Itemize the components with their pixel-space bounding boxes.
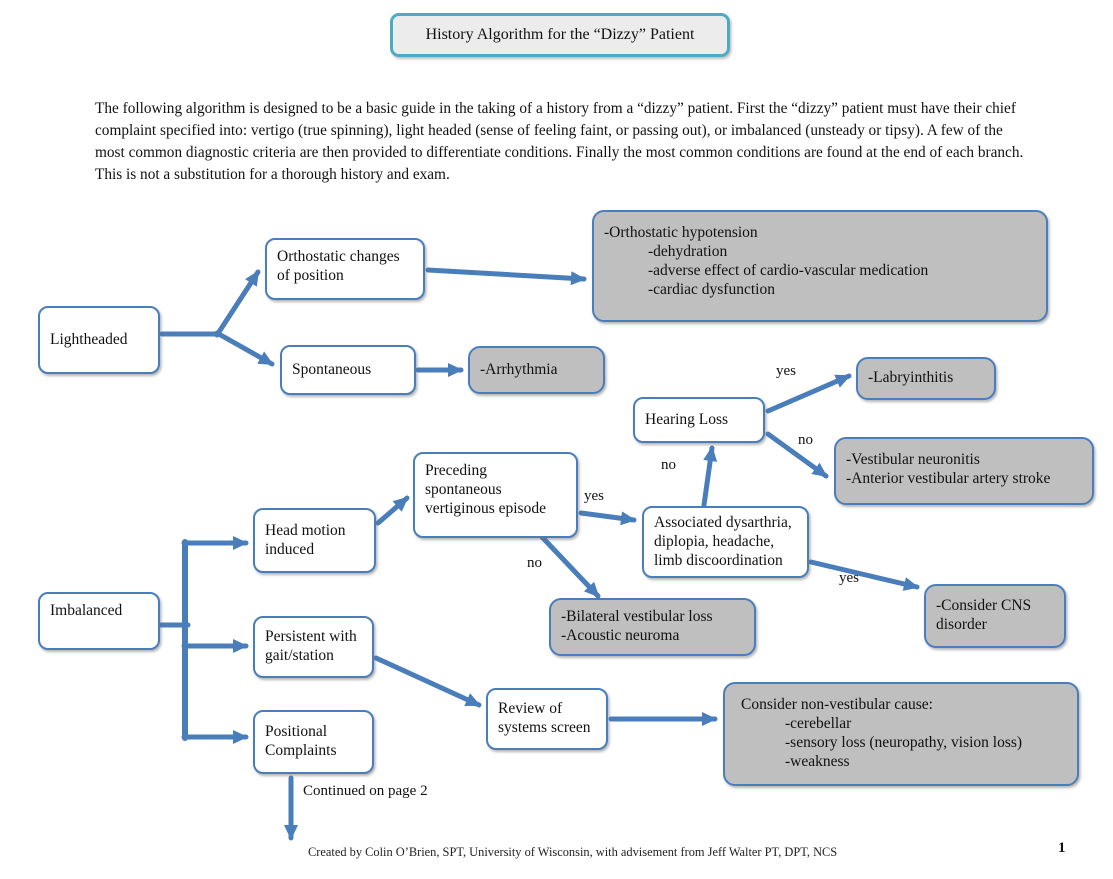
edge-label-no: no — [661, 457, 676, 473]
node-arrhythmia: -Arrhythmia — [468, 346, 605, 394]
title-box: History Algorithm for the “Dizzy” Patien… — [390, 13, 730, 57]
edge-label-no: no — [527, 555, 542, 571]
arrow-dysarthria-cns — [808, 559, 920, 591]
outcome-line: -Vestibular neuronitis — [846, 451, 980, 468]
outcome-line: -Orthostatic hypotension — [604, 224, 758, 241]
node-vestibular-neuronitis: -Vestibular neuronitis -Anterior vestibu… — [834, 437, 1094, 505]
arrow-orthostatic-outcomes — [425, 267, 587, 286]
node-label: Persistent with gait/station — [265, 628, 357, 664]
arrow-hearing-labryinthitis — [765, 373, 852, 414]
node-persistent-gait: Persistent with gait/station — [253, 616, 374, 678]
node-label: Review of systems screen — [498, 700, 591, 736]
node-head-motion: Head motion induced — [253, 508, 376, 573]
arrow-headmotion-preceding — [375, 495, 410, 526]
node-consider-cns: -Consider CNS disorder — [924, 584, 1066, 648]
outcome-line: -dehydration — [648, 242, 728, 260]
node-label: -Arrhythmia — [480, 360, 558, 378]
edge-label-yes: yes — [776, 363, 796, 379]
outcome-line: -Acoustic neuroma — [561, 626, 680, 644]
outcome-line: -cerebellar — [785, 714, 852, 732]
page-number: 1 — [1058, 840, 1066, 856]
outcome-heading: Consider non-vestibular cause: — [741, 696, 933, 713]
node-label: Positional Complaints — [265, 723, 337, 759]
outcome-line: -sensory loss (neuropathy, vision loss) — [785, 733, 1023, 751]
credit-line: Created by Colin O’Brien, SPT, Universit… — [308, 845, 838, 859]
node-label: -Consider CNS disorder — [936, 597, 1032, 633]
node-non-vestibular: Consider non-vestibular cause: -cerebell… — [723, 682, 1079, 786]
outcome-line: -adverse effect of cardio-vascular medic… — [648, 261, 929, 279]
node-orthostatic-outcomes: -Orthostatic hypotension -dehydration -a… — [592, 210, 1048, 322]
arrow-preceding-bilateral — [539, 534, 601, 599]
node-label: Associated dysarthria, diplopia, headach… — [654, 514, 792, 569]
node-bilateral-loss: -Bilateral vestibular loss -Acoustic neu… — [549, 598, 756, 656]
node-positional-complaints: Positional Complaints — [253, 710, 374, 774]
node-label: Lightheaded — [50, 330, 128, 348]
node-spontaneous: Spontaneous — [280, 345, 416, 395]
node-label: -Labryinthitis — [868, 369, 954, 387]
node-preceding-episode: Preceding spontaneous vertiginous episod… — [413, 452, 578, 538]
page-title: History Algorithm for the “Dizzy” Patien… — [425, 26, 695, 43]
edge-label-yes: yes — [839, 570, 859, 586]
node-labryinthitis: -Labryinthitis — [856, 357, 996, 400]
node-label: Orthostatic changes of position — [277, 248, 400, 284]
edge-label-yes: yes — [584, 488, 604, 504]
intro-paragraph: The following algorithm is designed to b… — [95, 100, 1024, 183]
node-label: Preceding spontaneous vertiginous episod… — [425, 462, 546, 517]
node-label: Spontaneous — [292, 360, 372, 378]
outcome-line: -cardiac dysfunction — [648, 280, 775, 298]
outcome-line: -Anterior vestibular artery stroke — [846, 469, 1051, 487]
arrow-persistent-review — [373, 655, 482, 708]
node-label: Imbalanced — [50, 602, 123, 619]
arrow-hearing-neuronitis — [765, 431, 829, 479]
node-lightheaded: Lightheaded — [38, 306, 160, 374]
node-imbalanced: Imbalanced — [38, 592, 160, 650]
continued-note: Continued on page 2 — [303, 783, 428, 799]
arrow-dysarthria-hearing — [701, 445, 718, 508]
node-label: Head motion induced — [265, 521, 346, 558]
arrow-lightheaded-spontaneous — [214, 330, 275, 367]
node-orthostatic-changes: Orthostatic changes of position — [265, 238, 425, 300]
arrow-lightheaded-orthostatic — [214, 269, 261, 338]
node-review-systems: Review of systems screen — [486, 688, 608, 750]
edge-label-no: no — [798, 432, 813, 448]
node-label: Hearing Loss — [645, 410, 729, 428]
outcome-line: -weakness — [785, 752, 850, 770]
node-associated-dysarthria: Associated dysarthria, diplopia, headach… — [642, 506, 809, 578]
arrow-preceding-dysarthria — [578, 510, 637, 526]
node-hearing-loss: Hearing Loss — [633, 397, 765, 443]
outcome-line: -Bilateral vestibular loss — [561, 608, 713, 625]
